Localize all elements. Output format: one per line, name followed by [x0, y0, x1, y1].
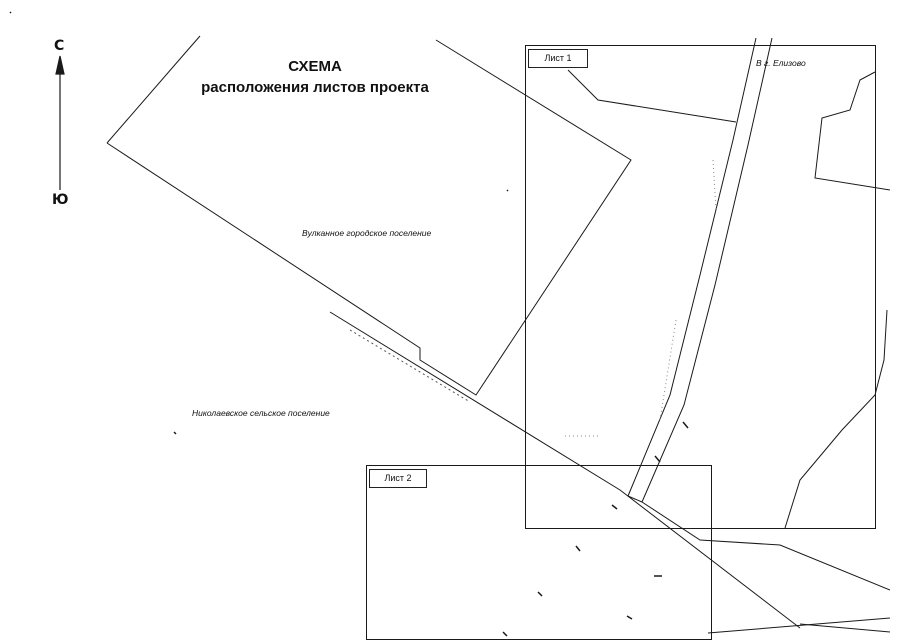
sheet-1-frame	[525, 45, 876, 529]
main-road-west-edge	[627, 37, 757, 497]
lower-road-2	[707, 617, 891, 634]
main-road-east-edge	[641, 37, 773, 503]
lower-road-1	[641, 501, 891, 591]
lower-road-3	[799, 623, 891, 633]
mark	[502, 631, 508, 637]
mark	[611, 504, 618, 510]
map-title-line2: расположения листов проекта	[201, 79, 429, 96]
mark	[575, 545, 581, 552]
southeast-boundary	[784, 309, 888, 529]
compass-arrow	[55, 55, 65, 190]
road-diagonal-line-dashed	[349, 329, 471, 403]
elizovo-east-boundary	[814, 71, 891, 191]
vulkannoe-boundary	[106, 35, 632, 396]
compass-north-label: С	[54, 38, 65, 54]
vulkannoe-label: Вулканное городское поселение	[302, 228, 432, 238]
sheet-1-tag[interactable]: Лист 1	[528, 49, 588, 68]
elizovo-west-boundary	[567, 69, 737, 123]
mark	[626, 615, 633, 620]
mark	[173, 431, 177, 435]
map-title: СХЕМА расположения листов проекта	[150, 56, 480, 98]
main-road-end	[627, 495, 643, 503]
elizovo-label: В г. Елизово	[756, 58, 806, 68]
mark	[682, 421, 689, 429]
mark	[654, 455, 661, 463]
sheet-2-frame	[366, 465, 712, 640]
road-diagonal-line	[329, 311, 801, 629]
sheet-2-tag[interactable]: Лист 2	[369, 469, 427, 488]
mark	[9, 11, 12, 14]
nikolaevskoe-label: Николаевское сельское поселение	[192, 408, 330, 418]
map-title-line1: СХЕМА	[288, 58, 342, 75]
mark	[506, 189, 509, 192]
compass-south-label: Ю	[52, 192, 69, 208]
mark	[537, 591, 543, 597]
